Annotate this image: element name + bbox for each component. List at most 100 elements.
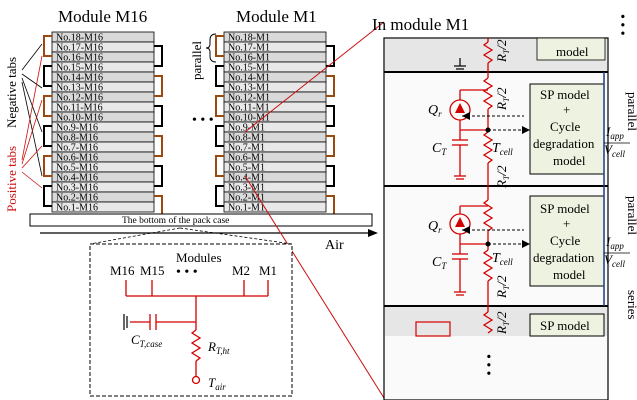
sp-model-top-label: model xyxy=(556,44,589,59)
m16-cell-label-5: No.5-M16 xyxy=(56,163,98,174)
sp1-line4: degradation xyxy=(533,136,595,151)
m16-cell-label-11: No.11-M16 xyxy=(56,103,103,114)
r-t-ht-label: RT,ht xyxy=(207,339,230,356)
cell2-q-label: Qr xyxy=(428,219,442,235)
m1-cell-label-6: No.6-M1 xyxy=(228,153,265,164)
m1-cell-label-14: No.14-M1 xyxy=(228,73,270,84)
m1-left-tab-5 xyxy=(215,155,224,177)
sp2-line5: model xyxy=(553,267,586,282)
m1-cell-label-10: No.10-M1 xyxy=(228,113,270,124)
m1-cell-label-1: No.1-M1 xyxy=(228,203,265,214)
m1-right-tab-2 xyxy=(326,75,335,97)
m16-right-tab-4 xyxy=(154,135,163,157)
m16-left-tab-2 xyxy=(43,65,52,87)
r-half-label-3: RT/2 xyxy=(494,165,511,189)
negative-tabs-label: Negative tabs xyxy=(4,57,19,128)
detail-top-vdots: • • • xyxy=(614,14,629,36)
parallel-label-2: parallel xyxy=(625,196,637,235)
r-half-label-4: RT/2 xyxy=(494,275,511,299)
m16-cell-label-12: No.12-M16 xyxy=(56,93,103,104)
sp1-line5: model xyxy=(553,153,586,168)
m1-right-tab-6 xyxy=(326,195,335,217)
cell2-t-label: Tcell xyxy=(492,251,513,267)
sp1-line1: SP model xyxy=(540,87,590,102)
sp2-line3: Cycle xyxy=(550,233,581,248)
parallel-brace xyxy=(205,33,217,63)
m16-left-tab-5 xyxy=(43,155,52,177)
sp1-line2: + xyxy=(563,102,570,117)
m16-cell-label-6: No.6-M16 xyxy=(56,153,98,164)
positive-tabs-label: Positive tabs xyxy=(4,146,19,212)
sp2-line4: degradation xyxy=(533,250,595,265)
m1-cell-label-15: No.15-M1 xyxy=(228,63,270,74)
sp-model-box-2 xyxy=(529,195,605,287)
inset-m15-label: M15 xyxy=(140,263,165,278)
pack-case-bottom-label: The bottom of the pack case xyxy=(122,215,229,226)
m1-cell-label-7: No.7-M1 xyxy=(228,143,265,154)
cell2-t-arrowhead xyxy=(522,240,530,248)
m1-cell-label-17: No.17-M1 xyxy=(228,43,270,54)
i-app-label-2: Iapp xyxy=(605,234,624,251)
m16-cell-label-3: No.3-M16 xyxy=(56,183,98,194)
m16-left-tab-4 xyxy=(43,125,52,147)
m1-cell-label-16: No.16-M1 xyxy=(228,53,270,64)
pack-case-bottom xyxy=(29,213,373,227)
m1-right-tab-1 xyxy=(326,45,335,67)
m16-right-tab-2 xyxy=(154,75,163,97)
m1-left-tab-4 xyxy=(215,125,224,147)
cell3-partial-source xyxy=(415,321,451,337)
module-m16-title: Module M16 xyxy=(58,7,147,26)
m1-left-tab-3 xyxy=(215,95,224,117)
m16-right-tab-3 xyxy=(154,105,163,127)
m1-cell-label-2: No.2-M1 xyxy=(228,193,265,204)
r-half-label-2: RT/2 xyxy=(494,87,511,111)
thermal-network xyxy=(125,280,269,385)
cell1-t-label: Tcell xyxy=(492,141,513,157)
sp-model-box-3 xyxy=(529,313,605,337)
t-air-label: Tair xyxy=(208,375,226,392)
m1-cell-label-5: No.5-M1 xyxy=(228,163,265,174)
module-m1-cell-stack: No.18-M1No.17-M1No.16-M1No.15-M1No.14-M1… xyxy=(215,31,335,217)
m16-cell-label-4: No.4-M16 xyxy=(56,173,98,184)
c-t-case-label: CT,case xyxy=(131,332,162,349)
sp-model-box-1 xyxy=(529,83,605,175)
zoom-line-top xyxy=(244,21,385,133)
cell1-c-label: CT xyxy=(432,141,447,157)
m16-right-tab-5 xyxy=(154,165,163,187)
zoom-line-bottom xyxy=(244,175,385,399)
cell1-source-arrow xyxy=(455,103,465,113)
inset-modules-label: Modules xyxy=(176,250,222,265)
negative-tab-leaders xyxy=(21,43,43,177)
m16-cell-label-17: No.17-M16 xyxy=(56,43,103,54)
module-ellipsis: • • • xyxy=(192,113,214,128)
sp3-line1: SP model xyxy=(540,318,590,333)
m16-left-tab-1 xyxy=(43,35,52,57)
m1-left-tab-1 xyxy=(215,35,224,57)
inset-module-ellipsis: • • • xyxy=(176,265,198,280)
air-label: Air xyxy=(325,238,344,253)
cell1-q-arrowhead xyxy=(462,112,470,120)
air-flow-arrowhead xyxy=(368,229,378,237)
m16-cell-label-2: No.2-M16 xyxy=(56,193,98,204)
m1-right-tab-3 xyxy=(326,105,335,127)
positive-tab-leaders xyxy=(21,55,43,189)
r-half-label-5: RT/2 xyxy=(494,311,511,335)
m1-cell-label-8: No.8-M1 xyxy=(228,133,265,144)
m1-cell-label-3: No.3-M1 xyxy=(228,183,265,194)
m16-right-tab-6 xyxy=(154,195,163,217)
m1-cell-label-12: No.12-M1 xyxy=(228,93,270,104)
cell2-heat-source xyxy=(449,205,488,296)
m16-cell-label-15: No.15-M16 xyxy=(56,63,103,74)
m16-right-tab-1 xyxy=(154,45,163,67)
case-ground-symbol xyxy=(123,314,128,330)
sp1-line3: Cycle xyxy=(550,119,581,134)
cell1-t-arrowhead xyxy=(522,126,530,134)
m1-left-tab-6 xyxy=(215,185,224,207)
m16-cell-label-18: No.18-M16 xyxy=(56,33,103,44)
m16-cell-label-14: No.14-M16 xyxy=(56,73,103,84)
cell2-q-arrowhead xyxy=(462,226,470,234)
inset-leader-right xyxy=(179,227,293,245)
inset-m1-label: M1 xyxy=(259,263,277,278)
sp2-line2: + xyxy=(563,216,570,231)
